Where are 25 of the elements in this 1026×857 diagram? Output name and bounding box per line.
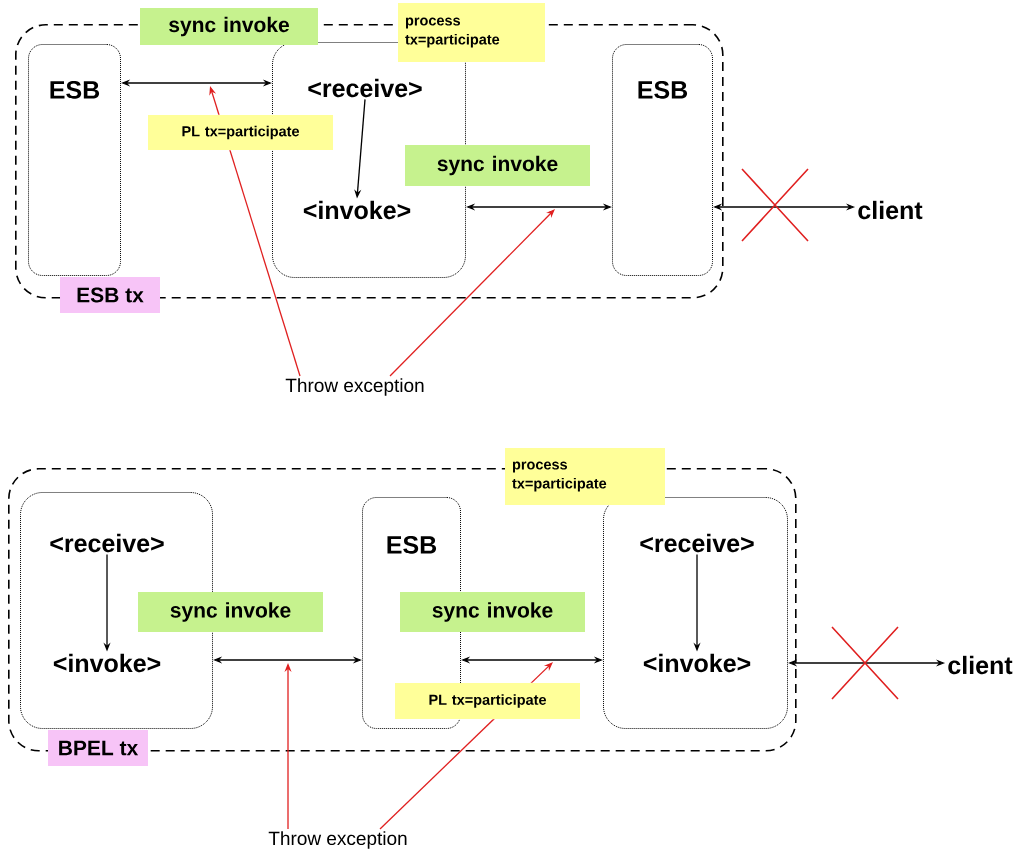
tag-label: BPEL tx: [48, 730, 148, 766]
client-label: client: [948, 655, 1013, 675]
tag-label: ESB tx: [60, 277, 160, 313]
invoke-tag: sync invoke: [405, 145, 590, 186]
invoke-tag: sync invoke: [400, 592, 585, 632]
note-tag: process tx=participate: [505, 448, 665, 505]
caption-text: Throw exception: [268, 831, 407, 849]
note-tag: process tx=participate: [398, 3, 545, 62]
component-box: ESB: [612, 44, 713, 276]
activity-label: <receive>: [50, 533, 164, 553]
pointer-arrow: [389, 209, 555, 377]
activity-label: <invoke>: [53, 653, 161, 673]
pointer-arrow: [379, 662, 553, 830]
note-tag: PL tx=participate: [148, 115, 333, 150]
client-label: client: [858, 200, 923, 220]
activity-label: <receive>: [640, 533, 754, 553]
invoke-tag: sync invoke: [140, 8, 318, 45]
activity-label: <receive>: [308, 78, 422, 98]
invoke-tag: sync invoke: [138, 592, 323, 632]
note-tag: PL tx=participate: [395, 683, 580, 719]
activity-label: <invoke>: [303, 200, 411, 220]
activity-label: <invoke>: [643, 653, 751, 673]
caption-text: Throw exception: [285, 378, 424, 396]
dotted-box: [603, 497, 788, 729]
component-box: ESB: [28, 44, 121, 276]
